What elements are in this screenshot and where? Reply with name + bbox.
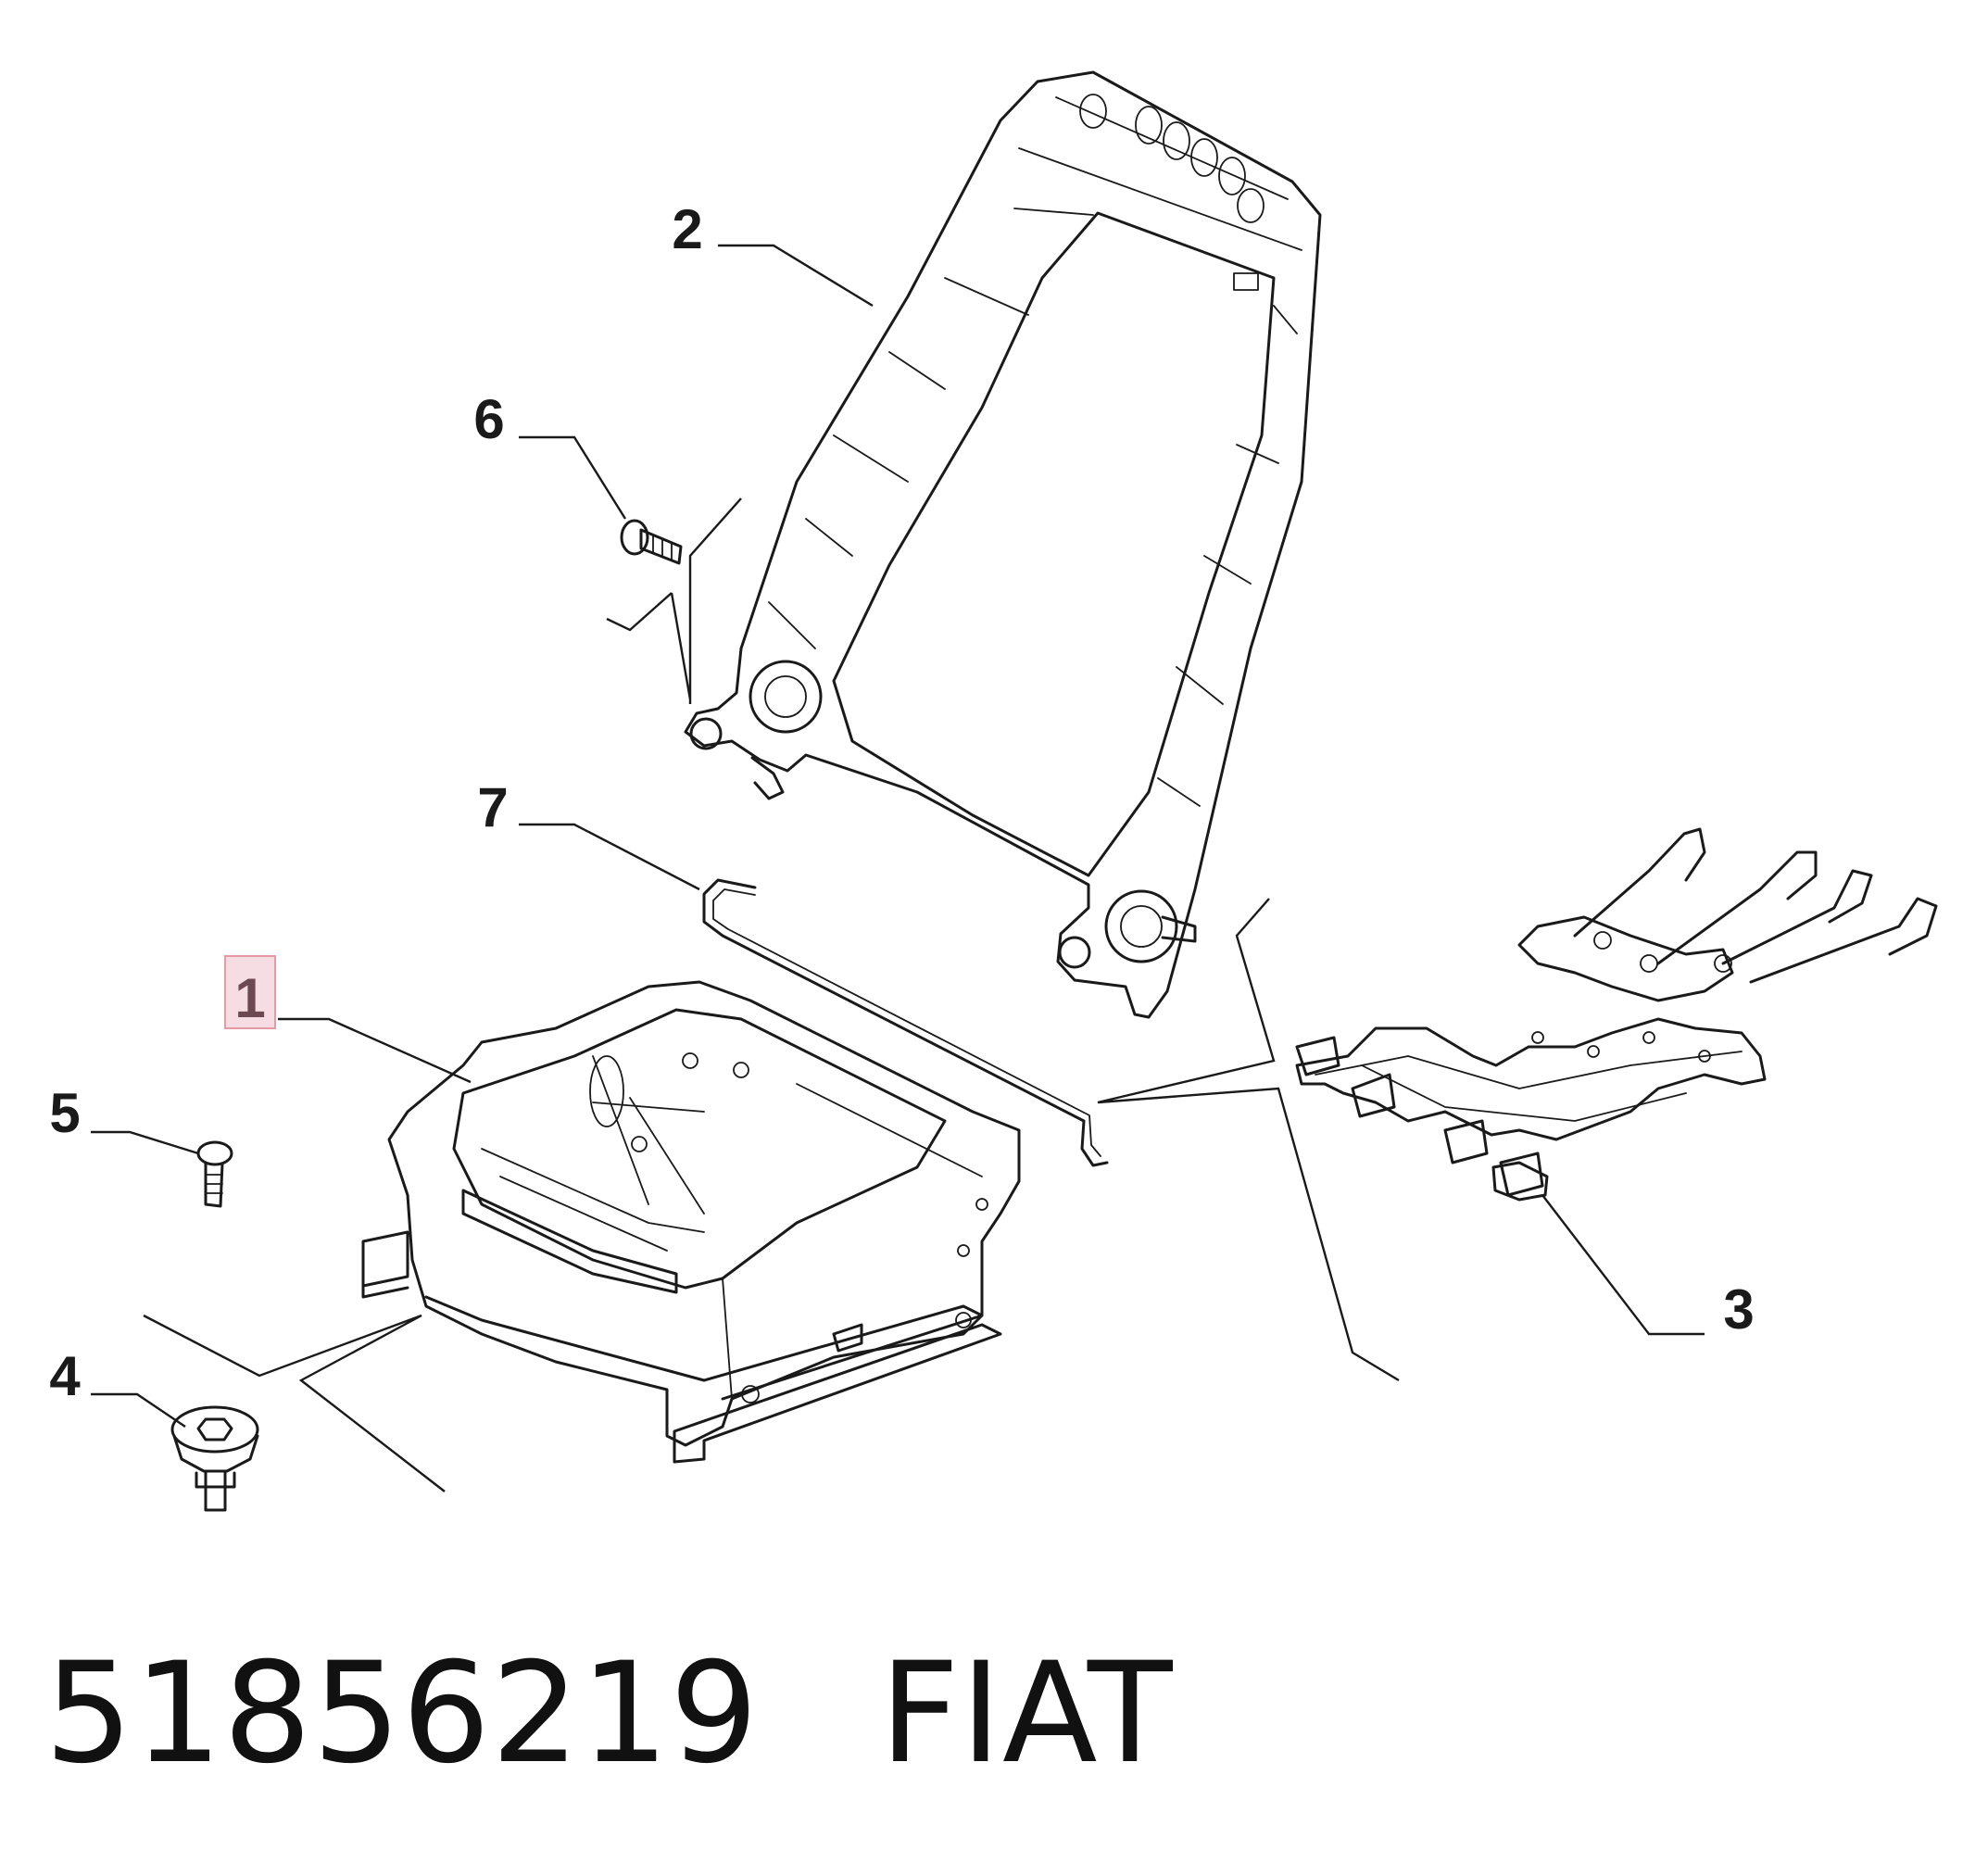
- fastener-part-4: [170, 1405, 259, 1512]
- callout-3[interactable]: 3: [1723, 1278, 1754, 1341]
- leader-lines: [91, 244, 1705, 1492]
- leader-line-7: [519, 823, 700, 891]
- callout-2[interactable]: 2: [672, 198, 702, 260]
- screw-part-5: [196, 1140, 233, 1208]
- seat-spring-mat: [1295, 827, 1938, 1202]
- leader-line-3: [1541, 1194, 1705, 1336]
- part-number: 51856219: [44, 1633, 760, 1794]
- callout-labels: 1 2 3 4 5 6 7: [49, 198, 1754, 1407]
- callout-1[interactable]: 1: [234, 967, 265, 1029]
- seat-cushion-frame: [361, 980, 1021, 1464]
- parts-diagram: 1 2 3 4 5 6 7: [49, 70, 1938, 1512]
- callout-4[interactable]: 4: [49, 1345, 81, 1407]
- seat-back-frame: [684, 70, 1322, 1019]
- brand-name: FIAT: [879, 1633, 1174, 1794]
- leader-line-4: [91, 1392, 186, 1428]
- connecting-rod: [702, 878, 1109, 1167]
- leader-line-5: [91, 1130, 199, 1155]
- caption: 51856219 FIAT: [44, 1621, 1174, 1806]
- leader-line-1: [278, 1017, 472, 1084]
- callout-5[interactable]: 5: [49, 1082, 80, 1144]
- leader-line-6: [519, 435, 627, 520]
- callout-1-highlight-box: [224, 955, 276, 1029]
- callout-6[interactable]: 6: [473, 388, 504, 450]
- leader-line-2: [718, 244, 874, 308]
- callout-7[interactable]: 7: [477, 776, 508, 838]
- bolt-part-6: [620, 519, 683, 565]
